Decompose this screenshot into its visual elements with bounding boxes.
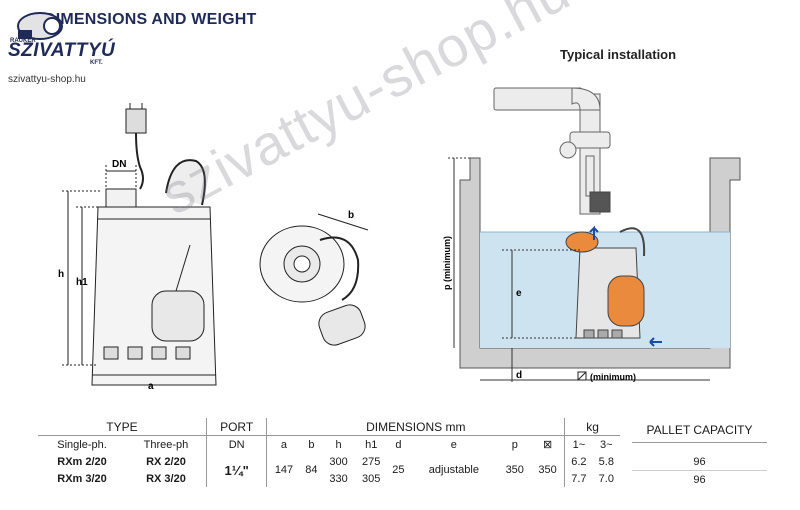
dim-min-label: (minimum) [590,372,636,382]
three-model: RX 3/20 [146,472,186,485]
col-p: p [511,438,518,451]
col-kg1: 1~ [564,435,593,453]
dim-d-label: d [516,370,522,381]
dimensions-header: DIMENSIONS mm [266,418,565,436]
h1-value: 305 [362,472,381,485]
page-title: DIMENSIONS AND WEIGHT [44,11,257,28]
dim-h-label: h [58,269,64,280]
pump-side-drawing: DN h h1 a [58,103,217,392]
dim-p-label: p (minimum) [442,236,452,290]
col-kg3: 3~ [600,438,613,451]
kg3-value: 7.0 [598,472,614,485]
dim-dn-label: DN [112,159,126,170]
h-value: 330 [329,472,348,485]
brand-url: szivattyu-shop.hu [8,74,86,85]
dim-e-label: e [516,288,522,299]
col-sq: ⊠ [542,439,553,451]
table-row: 96 [632,453,767,471]
col-b: b [308,438,315,451]
table-row: 96 [632,471,767,489]
single-model: RXm 3/20 [57,472,107,485]
brand-suffix: KFT. [90,60,103,66]
installation-title: Typical installation [560,47,677,62]
pump-logo-icon [17,12,63,40]
h1-value: 275 [362,455,381,468]
kg1-value: 7.7 [564,470,593,487]
type-header: TYPE [38,418,207,436]
pump-top-drawing: b [259,210,369,346]
pallet-value: 96 [632,453,767,471]
table-row: RXm 3/20 RX 3/20 330 305 7.7 7.0 [38,470,620,487]
kg1-value: 6.2 [564,453,593,470]
single-model: RXm 2/20 [57,455,107,468]
kg3-value: 5.8 [598,455,614,468]
d-value: 25 [392,464,405,476]
pallet-value: 96 [693,473,706,486]
port-header: PORT [205,418,267,436]
a-value: 147 [266,453,301,487]
installation-drawing: p (minimum) e d (minimum) [442,87,741,382]
three-ph-header: Three-ph [143,438,189,451]
single-ph-header: Single-ph. [57,438,107,451]
col-h: h [335,438,342,451]
col-d: d [395,438,402,451]
dim-a-label: a [148,381,154,392]
brand-name: SZIVATTYÚ [8,40,116,61]
col-h1: h1 [365,438,378,451]
table-row: RXm 2/20 RX 2/20 1¼" 147 84 300 275 25 a… [38,453,620,487]
col-e: e [450,438,457,451]
port-value: 1¼" [205,453,267,487]
e-value: adjustable [428,464,479,476]
three-model: RX 2/20 [146,455,186,468]
p-value: 350 [505,464,524,476]
b-value: 84 [305,464,318,476]
pallet-header: PALLET CAPACITY [632,418,767,443]
col-a: a [266,435,301,453]
brand-logo [8,10,128,80]
pallet-table: PALLET CAPACITY 96 96 [632,418,767,488]
brand-prefix: RAUKER [10,38,36,44]
dim-h1-label: h1 [76,277,88,288]
dn-header: DN [205,435,267,453]
dimensions-table: TYPE PORT DIMENSIONS mm kg Single-ph. Th… [38,418,620,487]
sq-value: 350 [538,464,557,476]
kg-header: kg [564,418,620,436]
dim-b-label: b [348,210,354,221]
h-value: 300 [329,455,348,468]
